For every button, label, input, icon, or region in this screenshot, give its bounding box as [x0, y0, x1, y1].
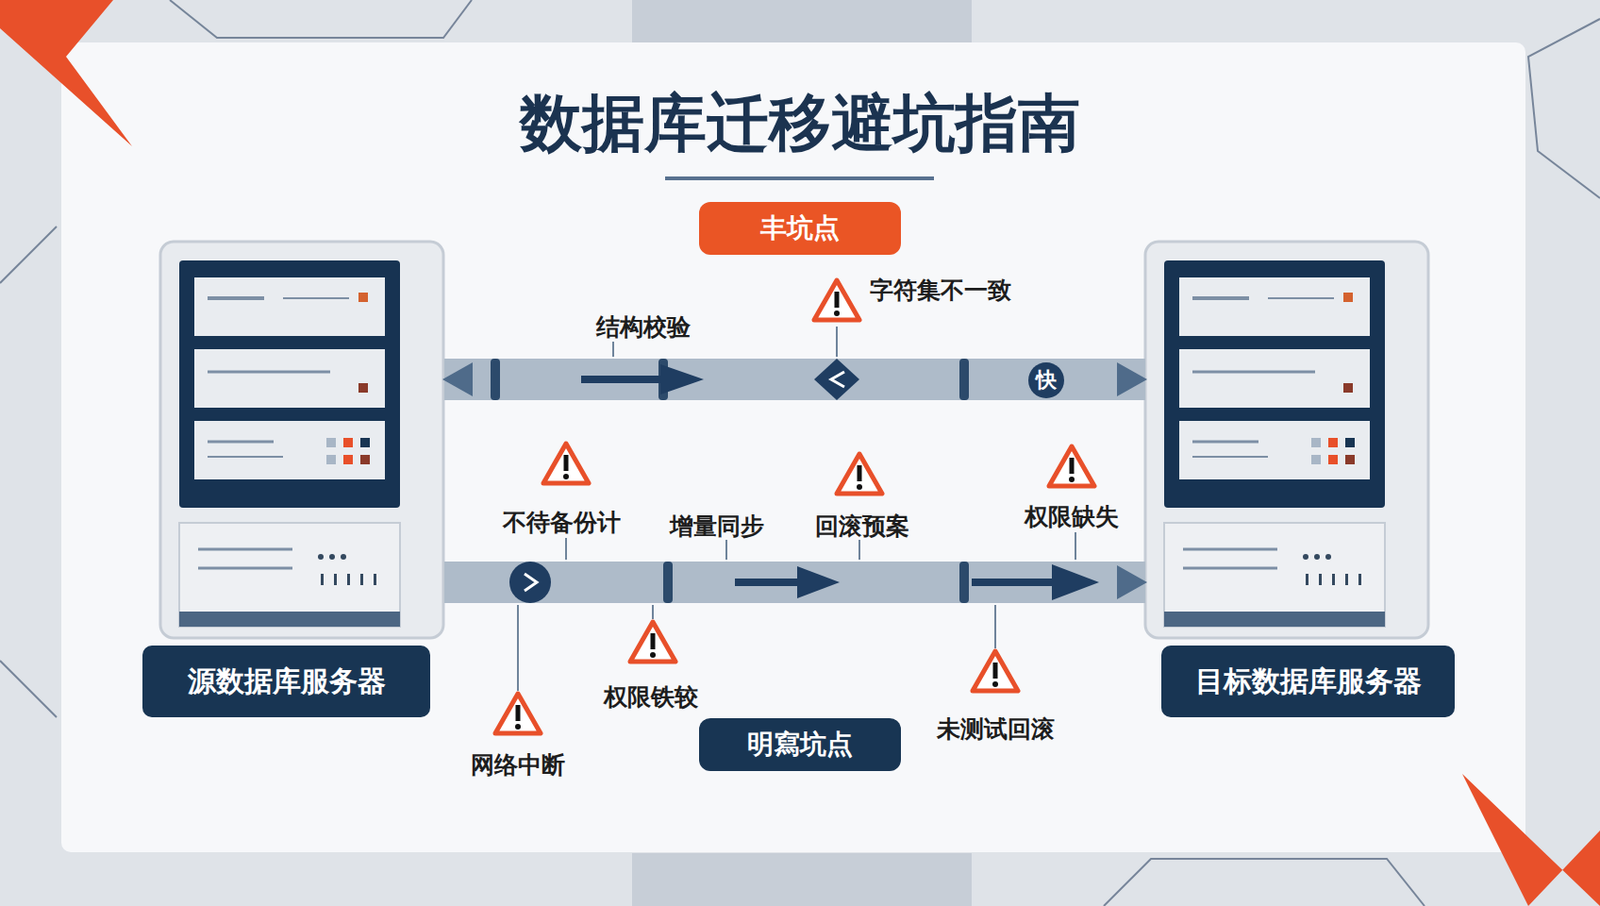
pill-text: 明寫坑点: [747, 726, 853, 763]
valve-circle: [509, 561, 551, 603]
target-server-illustration: [1145, 241, 1429, 638]
server-label-box: 目标数据库服务器: [1161, 645, 1455, 717]
flow-arrows: [581, 364, 1100, 600]
server-label: 目标数据库服务器: [1195, 662, 1422, 701]
pitfall-label: 权限缺失: [1024, 500, 1119, 533]
badge-text: 快: [1035, 366, 1057, 395]
pitfall-label: 字符集不一致: [869, 274, 1012, 306]
title: 数据库迁移避坑指南: [0, 81, 1600, 167]
badge-circle: [1028, 362, 1065, 399]
panel: [61, 42, 1526, 852]
pitfall-label: 权限铁较: [603, 681, 699, 713]
pitfall-label: 回滚预案: [815, 510, 910, 542]
pitfall-label: 增量同步: [669, 510, 765, 542]
corner-triangle: [0, 0, 133, 147]
pitfall-label: 网络中断: [470, 749, 566, 781]
pitfall-label: 结构校验: [596, 311, 691, 343]
title-underline: [665, 176, 934, 181]
pitfall-pill: 丰坑点: [699, 201, 901, 255]
pipe-connector: [444, 561, 1146, 603]
pill-text: 丰坑点: [760, 210, 840, 247]
server-box: 目标数据库服务器: [1145, 241, 1455, 717]
warning-icons: [495, 280, 1095, 734]
valve-diamond: [814, 358, 860, 400]
pipe-joints: [490, 358, 969, 603]
frame-block: [632, 852, 972, 906]
server-label: 源数据库服务器: [187, 662, 386, 701]
pitfall-label: 未测试回滚: [936, 713, 1055, 745]
source-server-illustration: [160, 241, 444, 638]
frame-block: [632, 0, 972, 44]
corner-triangle: [1462, 773, 1600, 906]
pitfall-label: 不待备份计: [502, 506, 621, 538]
server-box: 源数据库服务器: [142, 241, 445, 717]
pitfall-pill: 明寫坑点: [699, 717, 901, 771]
server-label-box: 源数据库服务器: [142, 645, 431, 717]
pipe-connector: [444, 358, 1146, 400]
